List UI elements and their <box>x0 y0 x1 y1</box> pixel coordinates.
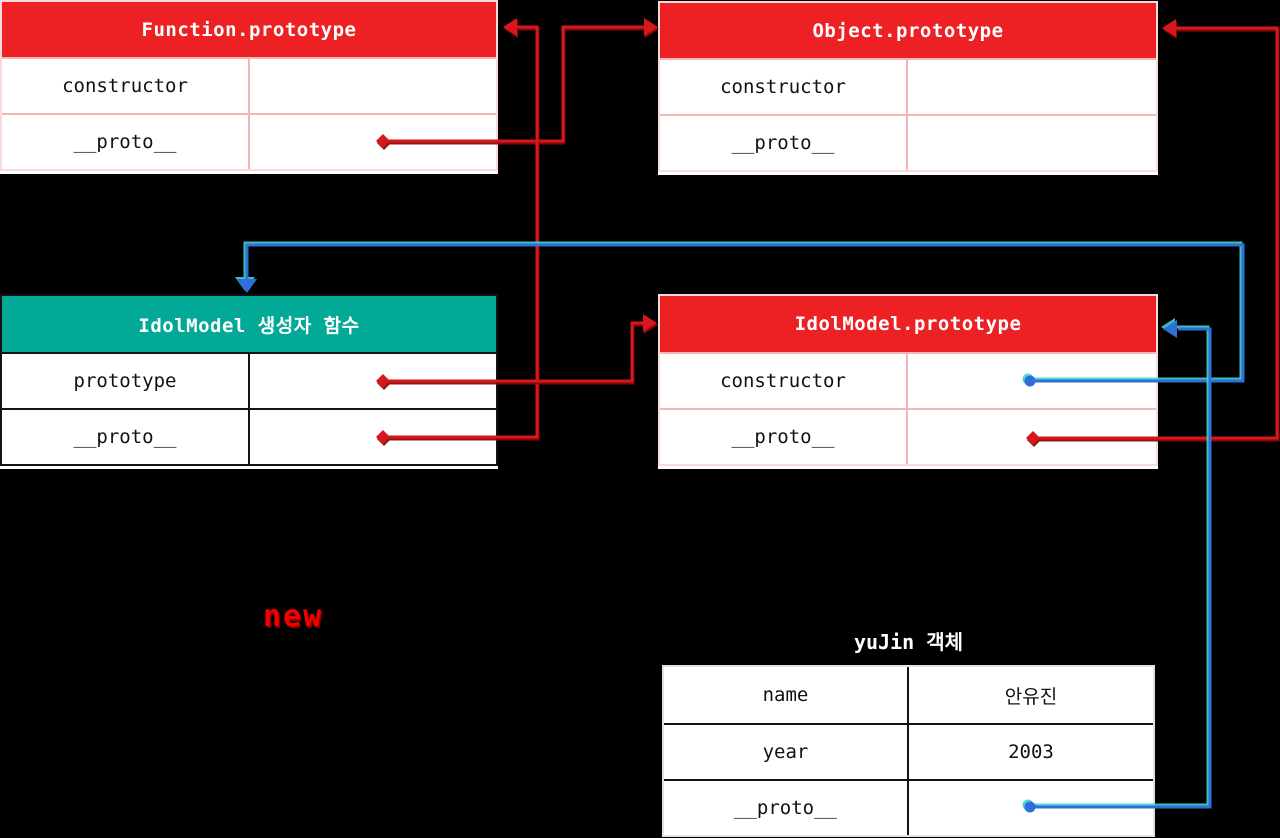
row-value <box>250 59 496 113</box>
table-idolmodel-constructor-header: IdolModel 생성자 함수 <box>2 296 496 352</box>
row-key: __proto__ <box>2 115 250 169</box>
row-key: constructor <box>660 60 908 114</box>
table-row: year 2003 <box>664 723 1153 779</box>
table-object-prototype: Object.prototype constructor __proto__ <box>658 1 1158 172</box>
table-row: constructor <box>660 58 1156 114</box>
row-value <box>250 410 496 464</box>
table-row: __proto__ <box>660 408 1156 464</box>
table-object-prototype-header: Object.prototype <box>660 3 1156 58</box>
table-idolmodel-prototype-header: IdolModel.prototype <box>660 296 1156 352</box>
table-function-prototype-header: Function.prototype <box>2 2 496 57</box>
table-row: prototype <box>2 352 496 408</box>
table-row: __proto__ <box>2 408 496 464</box>
row-key: name <box>664 667 909 723</box>
row-key: __proto__ <box>660 116 908 170</box>
row-value <box>909 781 1153 835</box>
table-row: __proto__ <box>2 113 496 169</box>
row-value: 안유진 <box>1004 685 1058 708</box>
table-idolmodel-prototype: IdolModel.prototype constructor __proto_… <box>658 294 1158 466</box>
row-key: __proto__ <box>660 410 908 464</box>
table-row: constructor <box>2 57 496 113</box>
table-row: constructor <box>660 352 1156 408</box>
table-row: name 안유진 <box>664 667 1153 723</box>
row-key: year <box>664 725 909 779</box>
row-value <box>250 115 496 169</box>
row-value <box>250 354 496 408</box>
row-key: __proto__ <box>2 410 250 464</box>
new-keyword-label: new <box>263 599 324 634</box>
table-row: __proto__ <box>664 779 1153 835</box>
table-row: __proto__ <box>660 114 1156 170</box>
row-value <box>908 354 1156 408</box>
row-key: constructor <box>2 59 250 113</box>
row-value <box>908 410 1156 464</box>
table-function-prototype: Function.prototype constructor __proto__ <box>0 0 498 171</box>
row-key: prototype <box>2 354 250 408</box>
table-yujin-object: name 안유진 year 2003 __proto__ <box>662 665 1155 837</box>
yujin-object-title: yuJin 객체 <box>853 630 964 654</box>
row-value <box>908 60 1156 114</box>
row-value: 2003 <box>1008 741 1054 763</box>
row-value <box>908 116 1156 170</box>
row-key: constructor <box>660 354 908 408</box>
row-key: __proto__ <box>664 781 909 835</box>
table-idolmodel-constructor: IdolModel 생성자 함수 prototype __proto__ <box>0 294 498 466</box>
